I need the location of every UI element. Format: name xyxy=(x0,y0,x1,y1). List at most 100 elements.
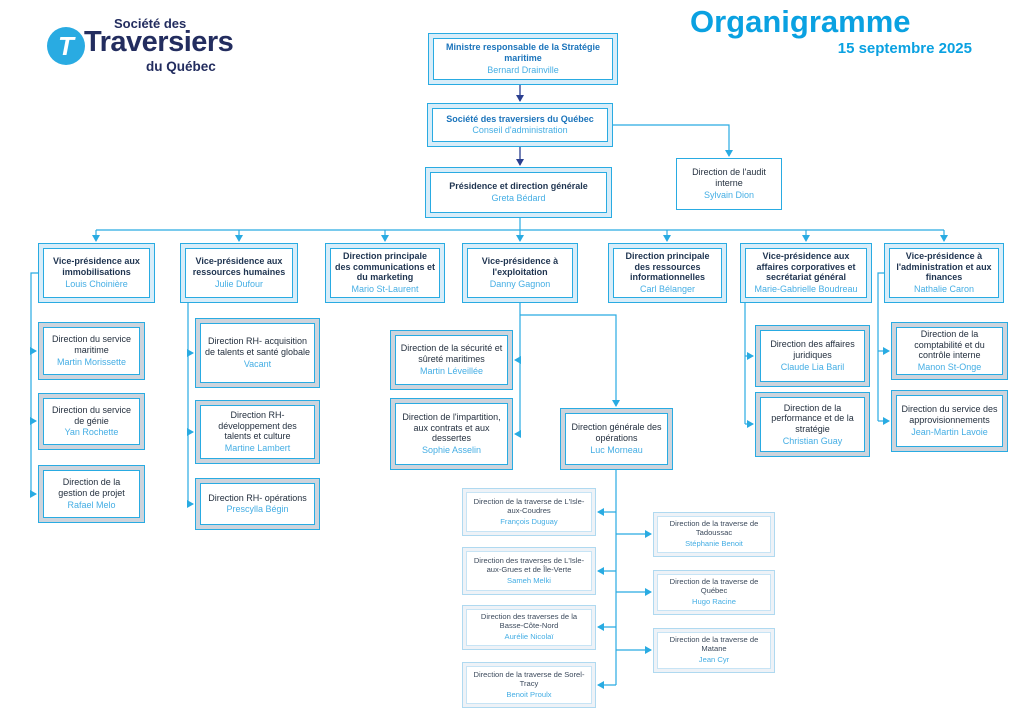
org-node-title: Direction des traverses de la Basse-Côte… xyxy=(480,612,578,631)
org-node-title: Direction de la traverse de Québec xyxy=(669,577,759,596)
org-node-inner: Vice-présidence à l'administration et au… xyxy=(889,248,999,298)
org-node-person: Marie-Gabrielle Boudreau xyxy=(754,284,858,295)
org-node-person: Martine Lambert xyxy=(224,443,291,454)
org-node-vp-finances: Vice-présidence à l'administration et au… xyxy=(884,243,1004,303)
org-node-rh-acquisition: Direction RH- acquisition de talents et … xyxy=(195,318,320,388)
page-title: Organigramme xyxy=(690,4,911,39)
org-node-person: Benoit Proulx xyxy=(506,689,552,699)
org-node-title: Société des traversiers du Québec xyxy=(446,113,594,124)
org-node-title: Direction de la comptabilité et du contr… xyxy=(914,329,985,361)
org-node-person: Hugo Racine xyxy=(692,597,736,607)
org-node-inner: Direction principale des ressources info… xyxy=(613,248,722,298)
org-node-t-bcn: Direction des traverses de la Basse-Côte… xyxy=(462,605,596,650)
org-node-inner: Direction de la performance et de la str… xyxy=(760,397,865,452)
org-node-person: François Duguay xyxy=(500,516,558,526)
org-node-person: Rafael Melo xyxy=(67,499,116,510)
logo-text-traversiers: Traversiers xyxy=(84,26,234,58)
org-node-d-performance: Direction de la performance et de la str… xyxy=(755,392,870,457)
org-node-person: Manon St-Onge xyxy=(917,362,982,373)
org-node-title: Direction du service des approvisionneme… xyxy=(901,404,998,426)
org-node-person: Prescylla Bégin xyxy=(226,504,289,515)
org-node-person: Greta Bédard xyxy=(491,192,546,203)
org-node-person: Martin Morissette xyxy=(56,356,127,367)
org-node-title: Direction générale des opérations xyxy=(571,422,662,444)
org-node-person: Carl Bélanger xyxy=(639,284,696,295)
org-node-d-securite: Direction de la sécurité et sûreté marit… xyxy=(390,330,513,390)
org-node-person: Martin Léveillée xyxy=(419,365,484,376)
org-node-dp-ressources-info: Direction principale des ressources info… xyxy=(608,243,727,303)
org-node-title: Vice-présidence à l'administration et au… xyxy=(896,251,992,283)
org-node-inner: Vice-présidence aux affaires corporative… xyxy=(745,248,867,298)
org-node-dp-communications: Direction principale des communications … xyxy=(325,243,445,303)
org-node-title: Direction de la traverse de Sorel-Tracy xyxy=(473,669,585,688)
org-node-title: Direction RH- acquisition de talents et … xyxy=(204,336,311,358)
org-node-ministre: Ministre responsable de la Stratégie mar… xyxy=(428,33,618,85)
org-node-title: Direction du service de génie xyxy=(51,404,132,426)
org-node-title: Direction principale des communications … xyxy=(334,251,436,283)
org-node-rh-developpement: Direction RH- développement des talents … xyxy=(195,400,320,464)
org-node-title: Direction de la gestion de projet xyxy=(58,477,125,499)
org-node-person: Sylvain Dion xyxy=(703,189,755,200)
org-node-person: Julie Dufour xyxy=(214,278,264,289)
org-node-title: Direction de la traverse de L'Isle-aux-C… xyxy=(473,496,585,515)
page-date: 15 septembre 2025 xyxy=(837,40,972,57)
org-node-t-coudres: Direction de la traverse de L'Isle-aux-C… xyxy=(462,488,596,536)
org-node-person: Vacant xyxy=(243,358,272,369)
org-node-d-comptabilite: Direction de la comptabilité et du contr… xyxy=(891,322,1008,380)
org-node-title: Présidence et direction générale xyxy=(449,181,588,192)
org-node-inner: Direction de l'impartition, aux contrats… xyxy=(395,403,508,465)
org-node-title: Vice-présidence aux ressources humaines xyxy=(192,256,286,278)
org-node-title: Direction de la performance et de la str… xyxy=(771,402,854,434)
org-node-person: Sophie Asselin xyxy=(421,445,482,456)
org-node-title: Direction de la traverse de Matane xyxy=(669,635,759,654)
org-node-title: Direction de l'impartition, aux contrats… xyxy=(402,412,501,444)
stq-logo-icon: T xyxy=(47,27,85,65)
org-node-person: Jean Cyr xyxy=(698,655,730,665)
org-node-person: Luc Morneau xyxy=(590,444,643,455)
org-node-person: Yan Rochette xyxy=(64,427,119,438)
org-node-person: Aurélie Nicolaï xyxy=(504,632,554,642)
org-node-person: Mario St-Laurent xyxy=(351,284,419,295)
org-node-title: Direction de la sécurité et sûreté marit… xyxy=(400,343,503,365)
org-node-title: Vice-présidence aux immobilisations xyxy=(53,256,140,278)
org-node-title: Direction RH- opérations xyxy=(208,492,307,503)
org-node-t-grues: Direction des traverses de L'Isle-aux-Gr… xyxy=(462,547,596,595)
org-node-person: Jean-Martin Lavoie xyxy=(911,426,988,437)
org-node-title: Direction de l'audit interne xyxy=(692,167,766,189)
org-node-inner: Direction de la sécurité et sûreté marit… xyxy=(395,335,508,385)
org-node-inner: Ministre responsable de la Stratégie mar… xyxy=(433,38,613,80)
org-node-title: Direction des affaires juridiques xyxy=(770,339,855,361)
org-node-person: Claude Lia Baril xyxy=(780,361,845,372)
org-node-inner: Direction de la traverse de L'Isle-aux-C… xyxy=(466,492,592,532)
org-node-person: Sameh Melki xyxy=(507,575,551,585)
org-node-inner: Direction principale des communications … xyxy=(330,248,440,298)
org-node-inner: Direction de la comptabilité et du contr… xyxy=(896,327,1003,375)
